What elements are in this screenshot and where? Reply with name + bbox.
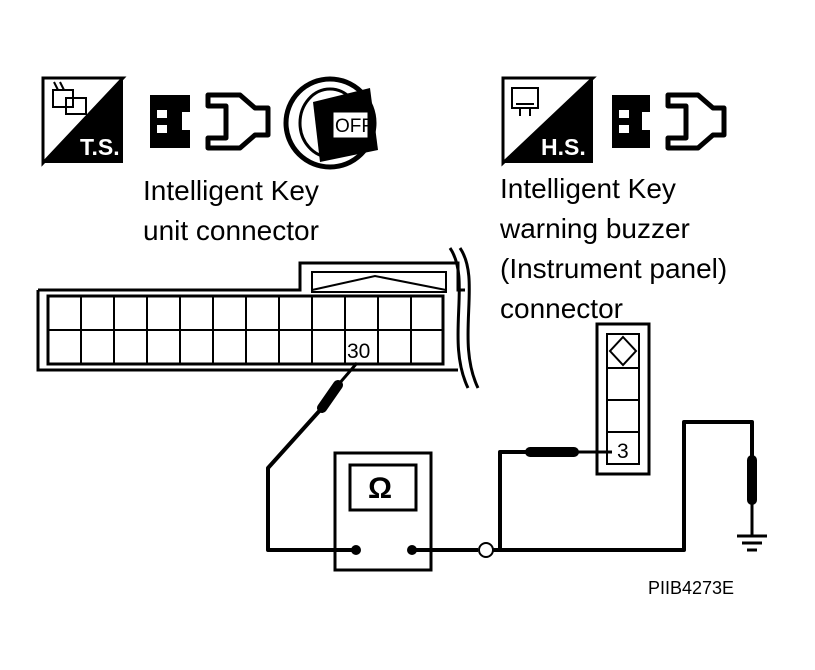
- male-connector-icon: [205, 92, 271, 151]
- female-connector-icon-right: [612, 95, 650, 148]
- right-connector-label-line3: (Instrument panel): [500, 253, 727, 284]
- probe-lead-left: [266, 362, 359, 552]
- female-connector-icon: [150, 95, 190, 148]
- male-connector-icon-right: [665, 92, 727, 151]
- buzzer-connector-key-icon: [608, 335, 638, 367]
- hs-badge-text: H.S.: [541, 134, 586, 160]
- lead-junction: [478, 542, 494, 558]
- ground-lead: [493, 420, 757, 552]
- ohmmeter: Ω: [333, 451, 433, 572]
- ground-icon: [737, 534, 767, 552]
- unit-connector: 30: [36, 247, 480, 389]
- left-connector-label-line2: unit connector: [143, 215, 319, 246]
- hs-harness-side-icon: H.S.: [501, 76, 597, 167]
- figure-code: PIIB4273E: [648, 578, 734, 598]
- ts-badge-text: T.S.: [80, 134, 120, 160]
- right-connector-label-line4: connector: [500, 293, 623, 324]
- right-connector-label-line2: warning buzzer: [499, 213, 690, 244]
- probe-lead-right: [412, 447, 612, 558]
- buzzer-connector: 3: [595, 322, 651, 476]
- connector-break-marks: [448, 247, 480, 389]
- key-off-text: OFF: [335, 116, 373, 137]
- buzzer-connector-pin-number: 3: [617, 440, 629, 463]
- right-connector-label-line1: Intelligent Key: [500, 173, 676, 204]
- ts-harness-side-icon: T.S.: [41, 76, 127, 167]
- ignition-key-off-icon: OFF: [283, 76, 378, 170]
- connector-lock-tab: [311, 271, 447, 293]
- unit-connector-pin-number: 30: [347, 340, 370, 363]
- ohm-symbol: Ω: [368, 472, 392, 505]
- connector-cell-dividers: [80, 296, 412, 364]
- left-connector-label-line1: Intelligent Key: [143, 175, 319, 206]
